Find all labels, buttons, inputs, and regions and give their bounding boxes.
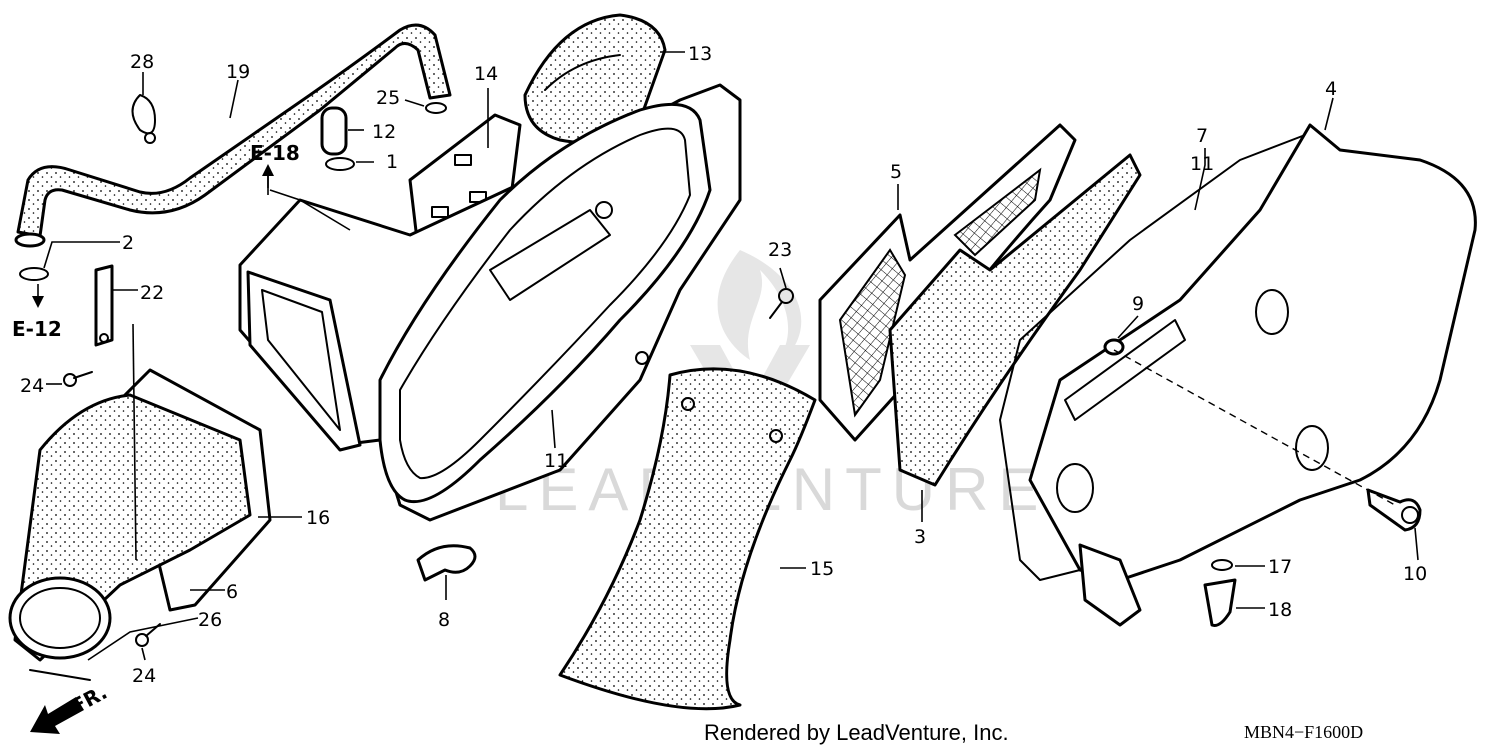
callout-9: 9: [1132, 293, 1144, 315]
screw-23: [769, 288, 794, 319]
breather-hose-19: [14, 23, 452, 248]
callout-24-upper: 24: [20, 375, 44, 397]
callout-3: 3: [914, 526, 926, 548]
clip-17: [1211, 559, 1233, 571]
callout-4: 4: [1325, 78, 1337, 100]
callout-17: 17: [1268, 556, 1292, 578]
leader-lines: [37, 51, 1419, 661]
callout-19: 19: [226, 61, 250, 83]
alignment-line: [1113, 349, 1396, 506]
clamp-28: [131, 94, 156, 144]
clip-25: [425, 102, 447, 114]
diagram-code: MBN4−F1600D: [1244, 722, 1363, 742]
callout-22: 22: [140, 282, 164, 304]
ref-e12: E-12: [12, 317, 62, 341]
callout-12: 12: [372, 121, 396, 143]
callout-7: 7: [1196, 125, 1208, 147]
callout-5: 5: [890, 161, 902, 183]
grommet-9: [1103, 338, 1125, 356]
air-guide-15: [558, 367, 817, 711]
callout-1: 1: [386, 151, 398, 173]
clip-2: [19, 267, 49, 281]
callout-2: 2: [122, 232, 134, 254]
callout-10: 10: [1403, 563, 1427, 585]
air-cleaner-case-11: [238, 83, 742, 522]
callout-14: 14: [474, 63, 498, 85]
callout-13: 13: [688, 43, 712, 65]
callout-28: 28: [130, 51, 154, 73]
screw-24a: [63, 371, 93, 387]
clip-8: [416, 544, 477, 582]
callout-11-cover: 11: [1190, 153, 1214, 175]
fastener-10: [1366, 488, 1422, 532]
e12-arrow: [32, 296, 44, 308]
callout-24-lower: 24: [132, 665, 156, 687]
footer-credit: Rendered by LeadVenture, Inc.: [704, 720, 1009, 745]
callout-11-case: 11: [544, 450, 568, 472]
drain-plug-18: [1203, 578, 1237, 627]
front-arrow-icon: [30, 697, 84, 734]
side-cover-4: [1028, 123, 1477, 627]
clip-1: [325, 157, 355, 171]
e18-arrow: [262, 164, 274, 195]
callout-26: 26: [198, 609, 222, 631]
snorkel-13: [523, 13, 667, 144]
callout-6: 6: [226, 581, 238, 603]
callout-8: 8: [438, 609, 450, 631]
strap-22: [94, 264, 114, 347]
tube-12: [320, 106, 348, 156]
intake-boot-26: [8, 393, 252, 681]
callout-15: 15: [810, 558, 834, 580]
callout-23: 23: [768, 239, 792, 261]
callout-25: 25: [376, 87, 400, 109]
ref-e18: E-18: [250, 141, 300, 165]
filter-element-3: [888, 153, 1142, 487]
callout-18: 18: [1268, 599, 1292, 621]
callout-16: 16: [306, 507, 330, 529]
